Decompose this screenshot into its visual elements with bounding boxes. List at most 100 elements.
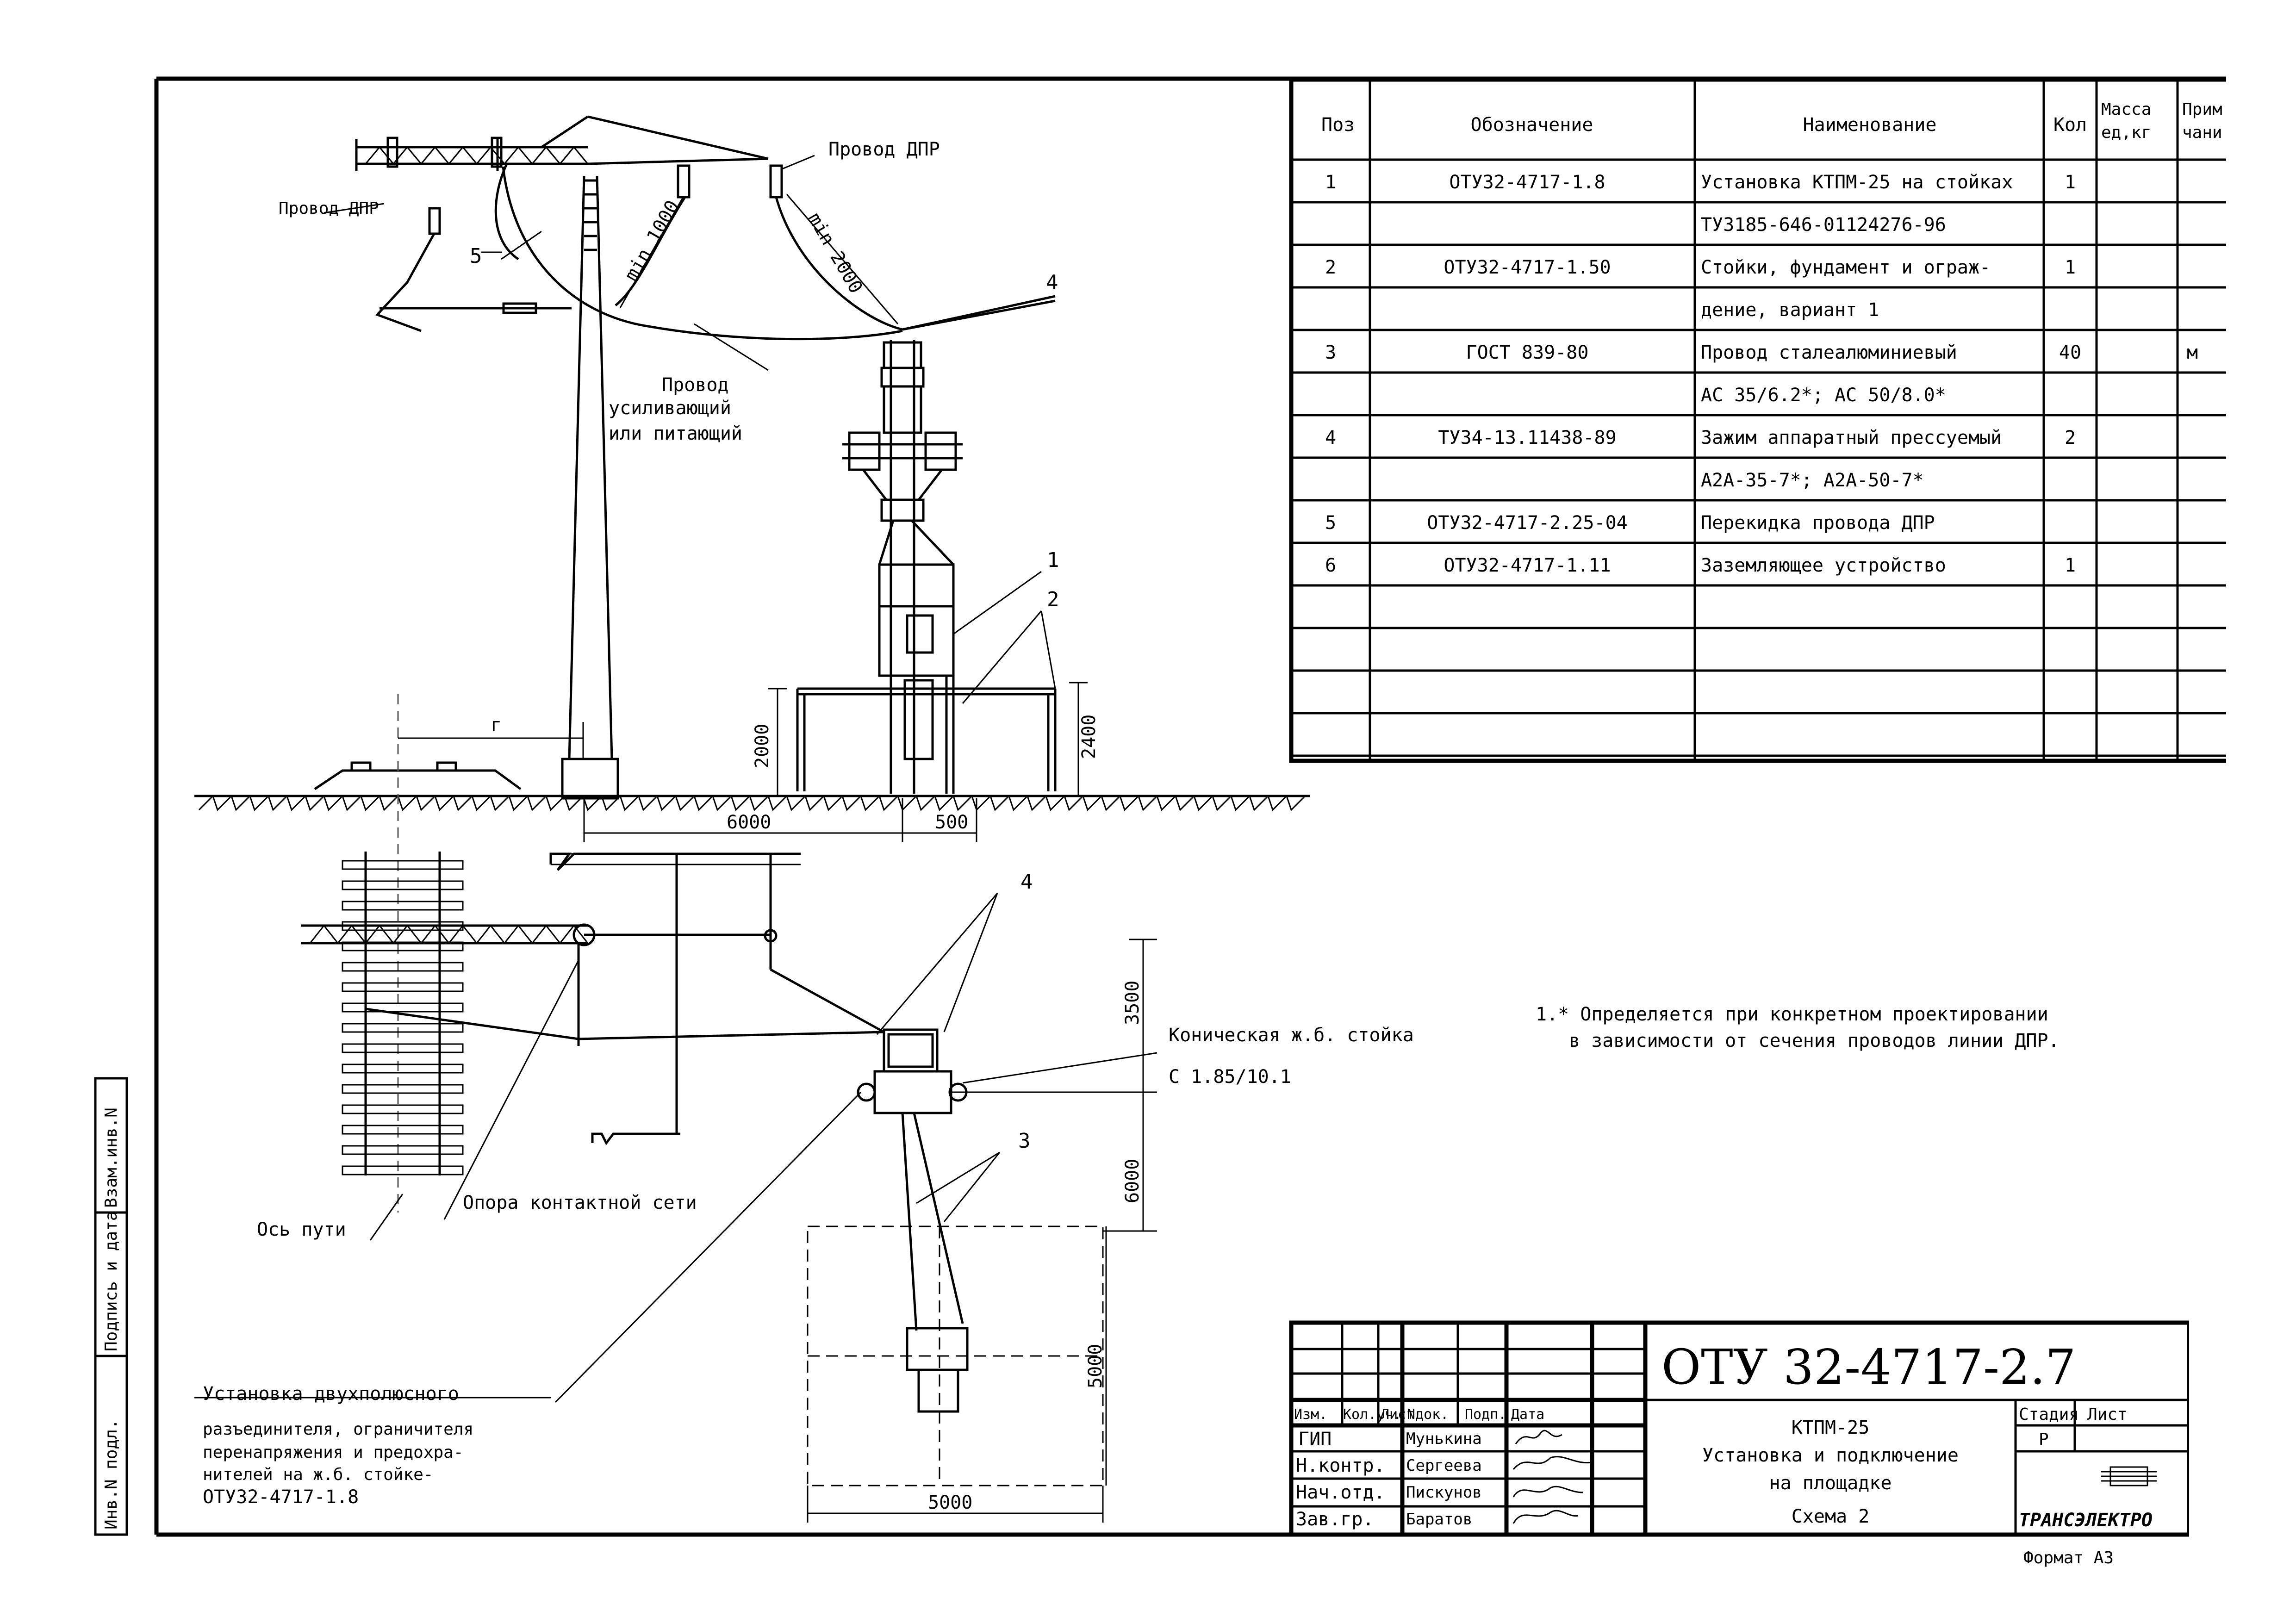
spec-cell-name: Установка КТПМ-25 на стойках [1701, 172, 2013, 193]
spec-cell-name: ТУ3185-646-01124276-96 [1701, 214, 1946, 236]
spec-cell-designation: ОТУ32-4717-1.8 [1449, 172, 1605, 193]
label-plan-position-4: 4 [1020, 870, 1033, 894]
label-install-5: ОТУ32-4717-1.8 [203, 1486, 359, 1508]
tb-title-3: на площадке [1769, 1473, 1892, 1494]
label-catenary-support: Опора контактной сети [463, 1192, 697, 1213]
spec-cell-designation: ОТУ32-4717-1.11 [1444, 555, 1611, 576]
tb-header-sign: Подп. [1465, 1406, 1506, 1423]
catenary-pole [561, 175, 619, 800]
tb-role-head-group: Зав.гр. [1296, 1509, 1374, 1530]
spec-header-mass-1: Масса [2101, 100, 2151, 119]
tb-role-norm-control: Н.контр. [1296, 1455, 1385, 1476]
wire-reinforcing [502, 166, 903, 341]
tb-stage-value: Р [2039, 1430, 2049, 1449]
spec-cell-qty: 1 [2065, 257, 2076, 278]
wire-dpr-right [775, 197, 903, 331]
track-sleepers [342, 852, 464, 1175]
label-conical-pole-1: Коническая ж.б. стойка [1169, 1025, 1414, 1046]
label-wire-reinforcing-3: или питающий [609, 423, 742, 444]
tb-role-gip: ГИП [1298, 1429, 1332, 1450]
dim-g: г [491, 715, 502, 736]
spec-cell-name: дение, вариант 1 [1701, 299, 1879, 321]
label-position-2: 2 [1047, 588, 1059, 611]
tb-company: ТРАНСЭЛЕКТРО [2019, 1510, 2153, 1531]
label-position-5: 5 [470, 244, 482, 268]
spec-header-pos: Поз [1321, 114, 1355, 136]
truss-plan [301, 923, 778, 946]
fence-elevation [796, 687, 1057, 791]
spec-header-designation: Обозначение [1471, 114, 1593, 136]
dim-5000-vertical: 5000 [1085, 1344, 1106, 1388]
spec-cell-qty: 40 [2059, 342, 2081, 363]
label-wire-reinforcing-2: усиливающий [609, 398, 731, 419]
side-stamp-sign-date: Подпись и дата [102, 1211, 121, 1351]
spec-header-mass-2: ед,кг [2101, 123, 2151, 142]
footnote-line-1: 1.* Определяется при конкретном проектир… [1536, 1004, 2048, 1025]
spec-cell-name: Стойки, фундамент и ограж- [1701, 257, 1991, 278]
tb-name-norm-control: Сергеева [1406, 1456, 1482, 1475]
signature-gip [1515, 1430, 1562, 1444]
dim-5000-horizontal: 5000 [928, 1492, 972, 1513]
insulators-arm [386, 137, 783, 235]
spec-cell-note: м [2187, 342, 2198, 363]
spec-cell-name: Зажим аппаратный прессуемый [1701, 427, 2002, 448]
tb-stage-label: Стадия [2019, 1405, 2079, 1424]
tb-header-sheet: Лист [1381, 1406, 1414, 1423]
spec-header-name: Наименование [1803, 114, 1937, 136]
spec-cell-pos: 2 [1325, 257, 1336, 278]
ktpm-plan [857, 1028, 969, 1413]
label-wire-dpr-right: Провод ДПР [828, 139, 940, 160]
tb-sheet-label: Лист [2087, 1405, 2128, 1424]
signature-head-group [1512, 1510, 1579, 1524]
spec-table: Поз Обозначение Наименование Кол Масса е… [1289, 79, 2226, 763]
spec-cell-qty: 1 [2065, 555, 2076, 576]
spec-cell-pos: 5 [1325, 512, 1336, 534]
spec-cell-name: Перекидка провода ДПР [1701, 512, 1935, 534]
spec-cell-pos: 1 [1325, 172, 1336, 193]
dim-6000-plan: 6000 [1122, 1159, 1143, 1203]
ktpm-transformer [842, 340, 963, 794]
label-position-1: 1 [1047, 548, 1059, 572]
dim-6000-elevation: 6000 [727, 812, 771, 833]
truss-cross-arm [355, 115, 769, 171]
dim-500: 500 [935, 812, 968, 833]
tb-header-date: Дата [1511, 1406, 1544, 1423]
label-plan-position-3: 3 [1018, 1129, 1031, 1153]
label-track-axis: Ось пути [257, 1219, 346, 1240]
plan-view: 4 3 3500 6000 5000 5000 Коническая ж.б. … [194, 852, 1414, 1523]
tb-name-head-dept: Пискунов [1406, 1483, 1482, 1502]
spec-cell-pos: 4 [1325, 427, 1336, 448]
label-min-1000: min 1000 [621, 197, 684, 285]
spec-cell-name: Провод сталеалюминиевый [1701, 342, 1957, 363]
tb-title-4: Схема 2 [1792, 1506, 1870, 1527]
spec-cell-qty: 1 [2065, 172, 2076, 193]
dim-3500: 3500 [1122, 981, 1143, 1025]
label-position-4: 4 [1046, 271, 1058, 294]
label-install-1: Установка двухполюсного [203, 1383, 459, 1405]
side-stamp-inv-orig: Инв.N подл. [102, 1419, 121, 1530]
label-wire-dpr-left: Провод ДПР [279, 199, 379, 218]
tb-name-head-group: Баратов [1406, 1510, 1472, 1529]
fence-plan [807, 1225, 1104, 1486]
label-wire-reinforcing-1: Провод [662, 374, 729, 396]
tb-title-2: Установка и подключение [1702, 1445, 1959, 1466]
dim-2000: 2000 [752, 724, 773, 768]
side-stamp-replace-inv: Взам.инв.N [102, 1107, 121, 1208]
spec-cell-designation: ОТУ32-4717-1.50 [1444, 257, 1611, 278]
tb-header-change: Изм. [1294, 1406, 1327, 1423]
ground [194, 761, 1310, 811]
title-block: Изм. Кол.уч. Лист Nдок. Подп. Дата ГИП М… [1289, 1320, 2189, 1536]
signature-head-dept [1512, 1486, 1583, 1498]
spec-cell-pos: 3 [1325, 342, 1336, 363]
tb-role-head-dept: Нач.отд. [1296, 1482, 1385, 1503]
spec-cell-name: АС 35/6.2*; АС 50/8.0* [1701, 385, 1946, 406]
company-logo [2101, 1466, 2157, 1486]
label-min-2000: min 2000 [803, 209, 866, 297]
doc-code: ОТУ 32-4717-2.7 [1661, 1339, 2076, 1395]
label-conical-pole-2: С 1.85/10.1 [1169, 1066, 1291, 1088]
sheet-frame [154, 76, 2226, 1537]
spec-cell-pos: 6 [1325, 555, 1336, 576]
label-install-3: перенапряжения и предохра- [203, 1443, 464, 1462]
side-stamp: Взам.инв.N Подпись и дата Инв.N подл. [94, 1077, 128, 1536]
